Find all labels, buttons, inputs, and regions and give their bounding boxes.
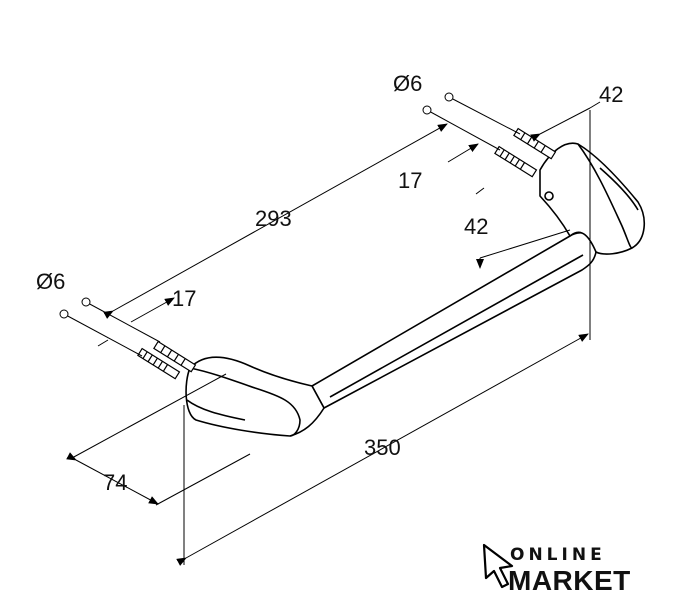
- online-market-logo: ONLINE MARKET: [482, 543, 631, 596]
- logo-line1: ONLINE: [510, 545, 606, 565]
- depth-right-label: 17: [398, 168, 422, 193]
- set-screw-hole: [544, 191, 554, 201]
- hole-spacing-label: 293: [255, 206, 292, 231]
- projection-label: 74: [103, 470, 127, 495]
- right-wall-plugs: [494, 127, 557, 178]
- diameter-left-label: Ø6: [36, 269, 65, 294]
- right-bracket: [539, 142, 645, 255]
- bar-edge: [329, 254, 584, 398]
- bar-tube: [311, 232, 597, 409]
- right-bracket-ridge: [599, 167, 639, 211]
- overall-length-label: 350: [364, 435, 401, 460]
- diameter-right-label: Ø6: [393, 71, 422, 96]
- cursor-icon: [482, 543, 514, 589]
- bracket-depth-label: 42: [599, 82, 623, 107]
- dimension-lines: [59, 92, 601, 566]
- left-bracket: [185, 356, 325, 437]
- depth-left-label: 17: [172, 286, 196, 311]
- left-wall-plugs: [137, 340, 197, 380]
- bar-height-label: 42: [464, 214, 488, 239]
- logo-line2: MARKET: [508, 565, 631, 596]
- right-bracket-face: [577, 143, 633, 249]
